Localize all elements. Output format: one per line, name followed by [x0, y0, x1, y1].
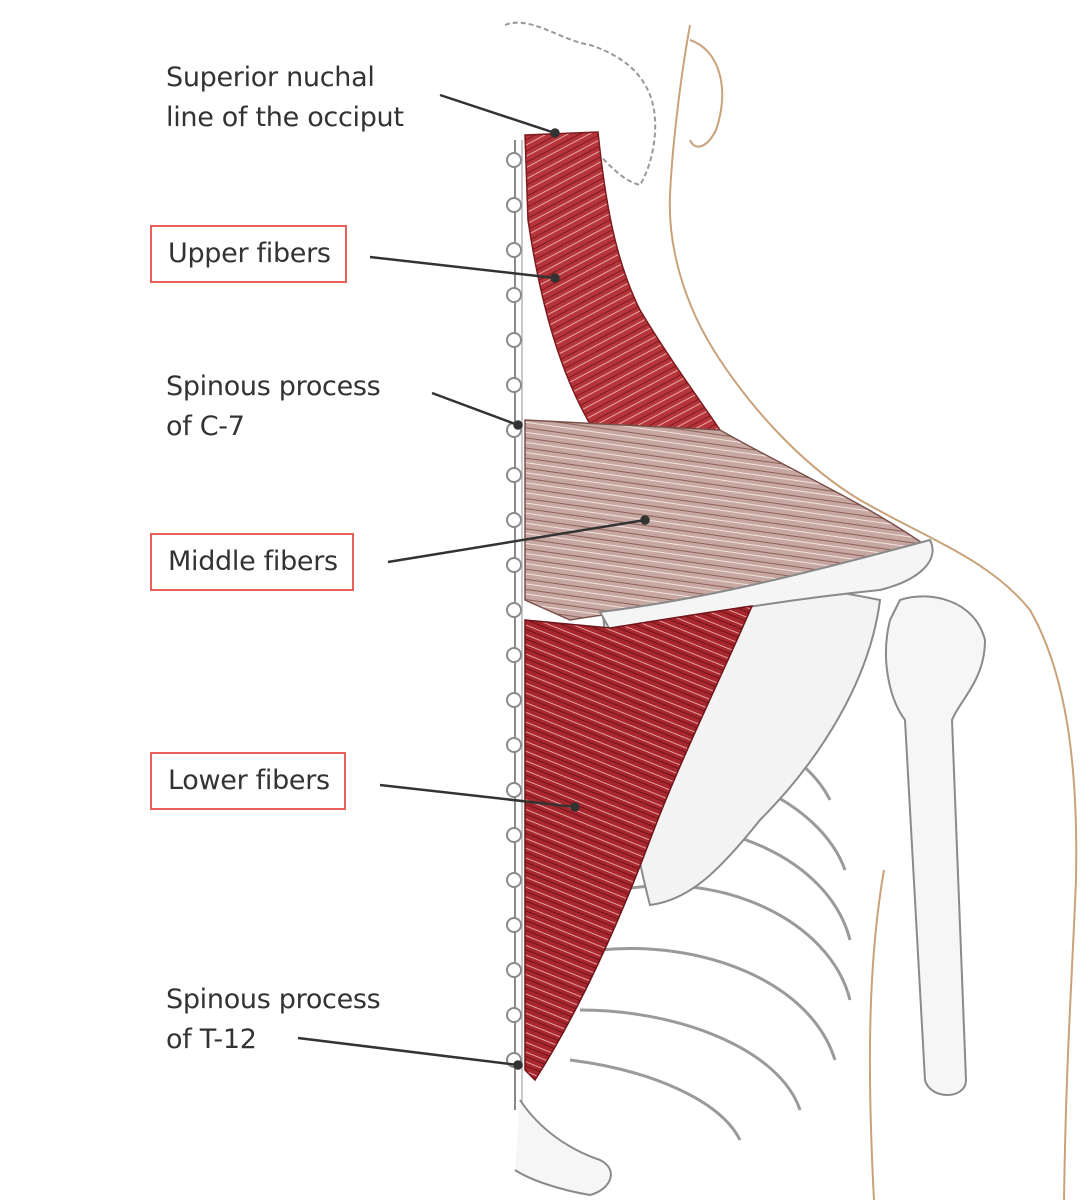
- label-superior-nuchal-line-2: line of the occiput: [166, 102, 404, 133]
- pelvis-sketch: [514, 1099, 612, 1197]
- leader-upper-fibers: [369, 255, 556, 280]
- vertebrae-bumps: [506, 152, 522, 1068]
- label-spinous-t12-2: of T-12: [166, 1024, 257, 1055]
- torso-side-outline: [868, 869, 885, 1200]
- label-spinous-process-t12: Spinous process of T-12: [166, 980, 381, 1060]
- ear-outline: [689, 39, 724, 148]
- label-spinous-c7-1: Spinous process: [166, 371, 381, 402]
- leader-superior-nuchal: [439, 93, 556, 135]
- leader-middle-fibers: [387, 518, 646, 564]
- label-superior-nuchal-line: Superior nuchal line of the occiput: [166, 58, 404, 138]
- neck-outline: [668, 24, 1078, 1200]
- label-upper-fibers-text: Upper fibers: [168, 238, 331, 269]
- leader-c7: [431, 391, 519, 427]
- leader-lines: [297, 93, 650, 1070]
- leader-t12: [297, 1036, 519, 1067]
- leader-lower-fibers: [379, 783, 576, 809]
- trapezius-lower-fibers: [524, 605, 754, 1082]
- label-lower-fibers: Lower fibers: [150, 752, 346, 810]
- label-superior-nuchal-line-1: Superior nuchal: [166, 62, 375, 93]
- trapezius-upper-fibers: [524, 131, 722, 441]
- label-middle-fibers-text: Middle fibers: [168, 546, 338, 577]
- label-upper-fibers: Upper fibers: [150, 225, 347, 283]
- label-middle-fibers: Middle fibers: [150, 533, 354, 591]
- label-lower-fibers-text: Lower fibers: [168, 765, 330, 796]
- humerus: [884, 595, 987, 1096]
- label-spinous-c7-2: of C-7: [166, 411, 245, 442]
- label-spinous-process-c7: Spinous process of C-7: [166, 367, 381, 447]
- hair-sketch: [504, 21, 657, 187]
- label-spinous-t12-1: Spinous process: [166, 984, 381, 1015]
